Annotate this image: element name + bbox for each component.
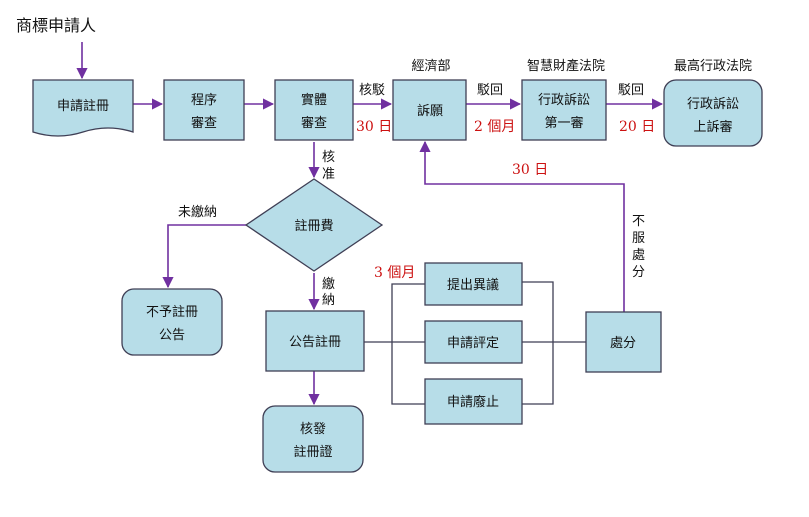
substantive-review-label-line2: 審查 [301,116,327,131]
issue-certificate-label-line1: 核發 [300,422,326,437]
arrow-fee-to-no-registration [162,224,246,289]
disposition-box [585,311,662,373]
application-label: 申請註冊 [57,99,109,114]
publish-registration-box [265,310,365,372]
substantive-review-label-line1: 實體 [301,92,327,108]
no-registration-label-line2: 公告 [159,328,185,343]
no-registration-label-line1: 不予註冊 [146,305,198,320]
invalidation-label: 申請評定 [447,336,499,351]
dismissed-label-1: 駁回 [477,83,503,98]
procedure-review-label-line1: 程序 [191,93,217,108]
issue-certificate-label-line2: 註冊證 [293,444,332,460]
issue-certificate-box [262,405,364,473]
procedure-review-label-line2: 審查 [191,116,217,131]
arrow-disposition-to-appeal [419,140,625,312]
registration-fee-diamond [244,178,384,272]
procedure-review-box [163,79,245,141]
litigation-first-box [521,79,607,141]
no-registration-box [121,288,223,356]
disposition-appeal-deadline: 30 日 [512,162,548,178]
opposition-box [424,262,523,306]
approved-label-line2: 准 [322,167,335,182]
litigation-appeal-label-line2: 上訴審 [693,119,732,135]
dissatisfied-label-char2: 服 [632,231,645,246]
rejected-label: 核駁 [359,83,385,98]
invalidation-box [424,320,523,364]
not-paid-label: 未繳納 [178,205,217,220]
opposition-deadline: 3 個月 [374,265,415,281]
disposition-label: 處分 [610,336,636,351]
litigation-first-label-line1: 行政訴訟 [538,92,590,108]
litigation1-deadline: 2 個月 [474,119,515,135]
moea-label: 經濟部 [411,58,450,74]
appeal-label: 訴願 [417,103,443,119]
paid-label-line2: 納 [322,293,335,308]
litigation-first-label-line2: 第一審 [544,116,583,131]
ip-court-label: 智慧財產法院 [527,58,605,74]
appeal-deadline: 30 日 [356,119,392,135]
approved-label-line1: 核 [322,150,335,165]
litigation-appeal-label-line1: 行政訴訟 [687,96,739,112]
paid-label-line1: 繳 [322,277,335,292]
applicant-title: 商標申請人 [16,16,96,35]
substantive-review-box [274,79,354,141]
cancellation-box [424,378,523,425]
dissatisfied-label-char1: 不 [632,214,645,229]
opposition-label: 提出異議 [447,277,499,293]
line-bracket-left [391,283,425,405]
publish-registration-label: 公告註冊 [289,335,341,350]
litigation2-deadline: 20 日 [619,119,655,135]
supreme-admin-court-label: 最高行政法院 [674,58,752,74]
litigation-appeal-box [663,79,763,147]
appeal-box [392,79,467,141]
application-document-box [32,79,134,137]
dissatisfied-label-char3: 處 [632,248,645,263]
cancellation-label: 申請廢止 [447,395,499,410]
registration-fee-label: 註冊費 [294,219,333,234]
dissatisfied-label-char4: 分 [632,265,645,280]
dismissed-label-2: 駁回 [618,83,644,98]
line-bracket-right [522,281,554,405]
